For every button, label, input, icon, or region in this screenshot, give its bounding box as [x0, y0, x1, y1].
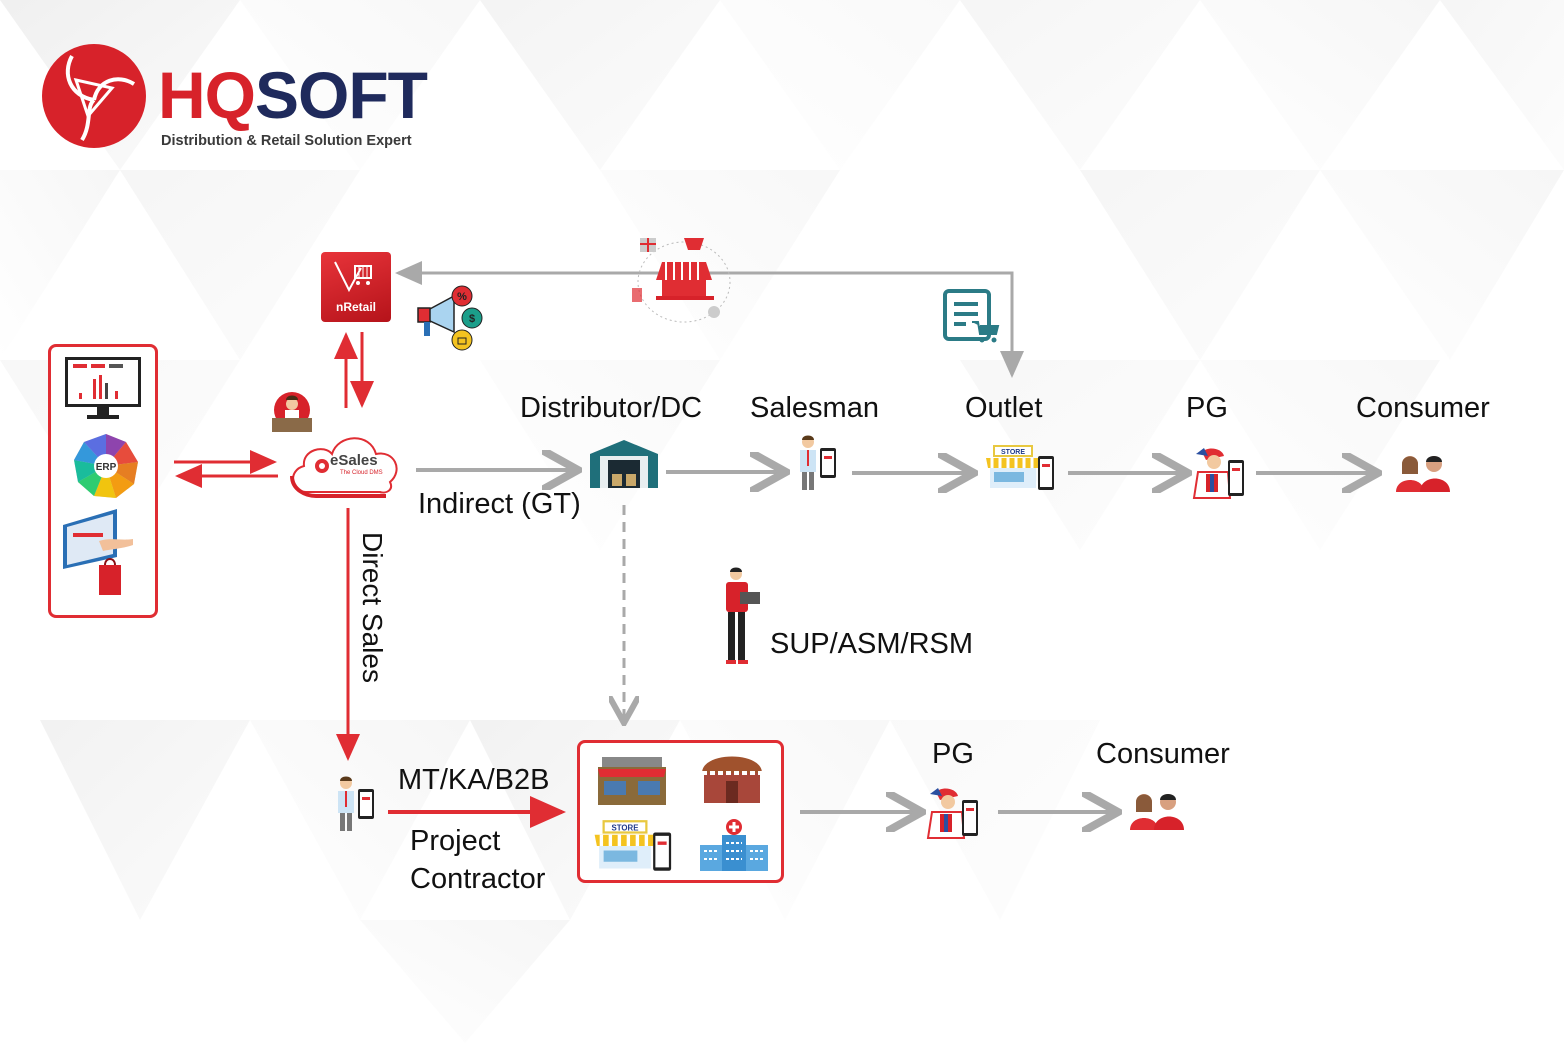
svg-text:%: % [457, 291, 467, 303]
restaurant-icon [702, 756, 762, 803]
brand-tagline: Distribution & Retail Solution Expert [161, 133, 412, 149]
hospital-icon [700, 819, 768, 871]
node-label-pg-direct: PG [932, 738, 974, 770]
backend-systems-panel: ERP [48, 344, 158, 618]
supermarket-icon [598, 757, 666, 805]
supervisor-label: SUP/ASM/RSM [770, 628, 974, 660]
segment-label-mt-ka-b2b: MT/KA/B2B [398, 764, 550, 796]
segment-label-project-contractor: Project Contractor [410, 825, 546, 895]
esales-cloud-icon [290, 437, 398, 498]
promoter-mobile-icon [926, 788, 978, 839]
warehouse-icon [590, 440, 658, 488]
store-mobile-icon: STORE [986, 445, 1054, 490]
nretail-label: nRetail [335, 300, 376, 314]
svg-text:STORE: STORE [1001, 449, 1025, 456]
node-label-outlet: Outlet [965, 392, 1043, 424]
esales-label: eSales [330, 452, 378, 469]
desk-operator-icon [272, 392, 312, 432]
promoter-mobile-icon [1192, 448, 1244, 499]
channel-label-indirect: Indirect (GT) [418, 488, 581, 520]
order-cart-doc-icon [943, 289, 1000, 343]
salesman-mobile-icon [800, 435, 836, 490]
dashboard-monitor-icon [65, 357, 141, 419]
modern-trade-channels-box: STORE [577, 740, 784, 883]
brand-name-hq: HQ [158, 58, 256, 132]
svg-text:STORE: STORE [612, 823, 639, 832]
svg-text:$: $ [469, 313, 475, 325]
svg-text:ERP: ERP [96, 462, 117, 473]
node-label-distributor: Distributor/DC [520, 392, 703, 424]
channel-label-direct-sales: Direct Sales [357, 532, 388, 683]
consumers-icon [1396, 456, 1450, 492]
node-label-consumer: Consumer [1356, 392, 1490, 424]
supervisor-laptop-icon [726, 567, 760, 664]
node-label-consumer-direct: Consumer [1096, 738, 1230, 770]
online-shop-icon [632, 238, 731, 323]
promotion-megaphone-icon: % $ [417, 285, 483, 351]
nretail-app-icon: nRetail [321, 252, 391, 322]
erp-wheel-icon: ERP [74, 434, 138, 498]
consumers-icon [1130, 794, 1184, 830]
brand-name-soft: SOFT [255, 58, 428, 132]
node-label-pg: PG [1186, 392, 1228, 424]
shopping-cart-icon [334, 261, 372, 293]
hqsoft-logo-icon [42, 44, 146, 148]
esales-subtitle: The Cloud DMS [340, 470, 383, 476]
node-label-salesman: Salesman [750, 392, 879, 424]
store-mobile-icon: STORE [594, 820, 672, 871]
ecommerce-monitor-icon [63, 509, 133, 595]
brand-name: HQSOFT [158, 58, 428, 132]
salesman-mobile-icon [338, 776, 374, 831]
